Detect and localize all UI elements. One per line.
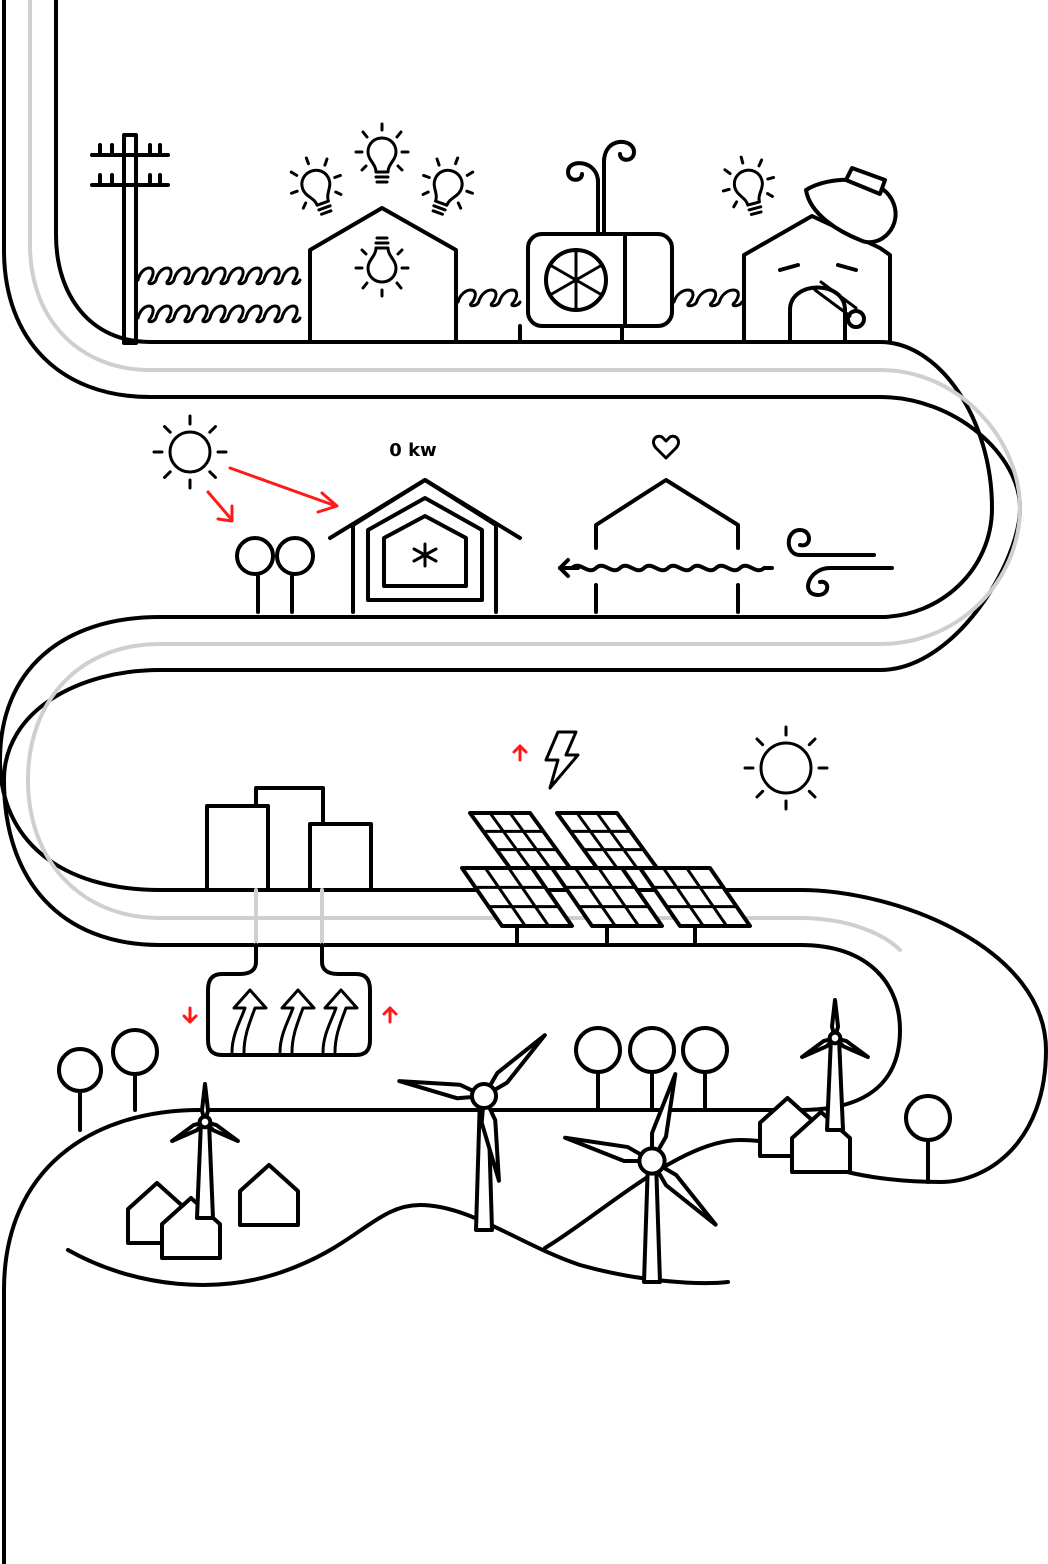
snowflake-icon [412, 542, 438, 568]
lightbulb-icon [289, 156, 343, 216]
lit-house [308, 206, 458, 344]
solar-panel-icon [638, 866, 752, 944]
wind-turbine-icon [563, 1072, 718, 1284]
wind-turbine-icon [170, 1082, 240, 1220]
house-icon [238, 1163, 300, 1227]
tree-icon [57, 1026, 952, 1184]
utility-pole-icon [90, 133, 170, 345]
sun-ray [755, 789, 765, 799]
lightning-icon [512, 730, 580, 790]
insulated-house [328, 478, 522, 614]
lightbulb-icon [421, 156, 475, 216]
sun-ray [208, 470, 217, 479]
solar-panel-icon [460, 811, 752, 944]
power-line-coil [136, 266, 744, 324]
tree-icon [904, 1094, 952, 1184]
sun-ray [807, 737, 817, 747]
sun-ray [807, 789, 817, 799]
tree-icon [681, 1026, 729, 1112]
tree-icon [628, 1026, 676, 1112]
tree-icon [574, 1026, 622, 1112]
tree-icon [57, 1047, 103, 1132]
tree-icon [235, 536, 315, 614]
power-reading-label: 0 kw [389, 440, 436, 461]
warm-house [742, 166, 898, 344]
wind-turbine-icon [170, 998, 870, 1284]
lightbulb-icon [289, 122, 776, 298]
sun-disc [168, 430, 212, 474]
wind-icon [786, 528, 894, 597]
solar-panel-icon [550, 866, 664, 944]
ventilated-house [558, 478, 774, 614]
sun-disc [759, 741, 813, 795]
wind-turbine-icon [800, 998, 870, 1132]
coil-loop [136, 304, 302, 324]
sun-ray [163, 425, 172, 434]
coil-loop [136, 266, 302, 286]
wind-turbine-icon [397, 1033, 547, 1232]
heat-exchange-icon [182, 943, 398, 1057]
sun-icon [152, 414, 228, 490]
sun-ray [208, 425, 217, 434]
heart-icon [652, 434, 680, 460]
lightbulb-icon [354, 122, 410, 184]
tree-icon [111, 1028, 159, 1112]
coil-loop [456, 288, 522, 308]
coil-loop [672, 288, 744, 308]
thermometer-icon [813, 280, 866, 329]
heat-pump-icon [518, 139, 674, 344]
solar-heat-arrows [206, 466, 339, 523]
sun-icon [743, 725, 829, 811]
lightbulb-icon [721, 155, 776, 216]
solar-panel-icon [460, 866, 574, 944]
sun-ray [163, 470, 172, 479]
lightbulb-icon [354, 236, 410, 298]
storage-tank-icon [205, 786, 373, 947]
sun-ray [755, 737, 765, 747]
